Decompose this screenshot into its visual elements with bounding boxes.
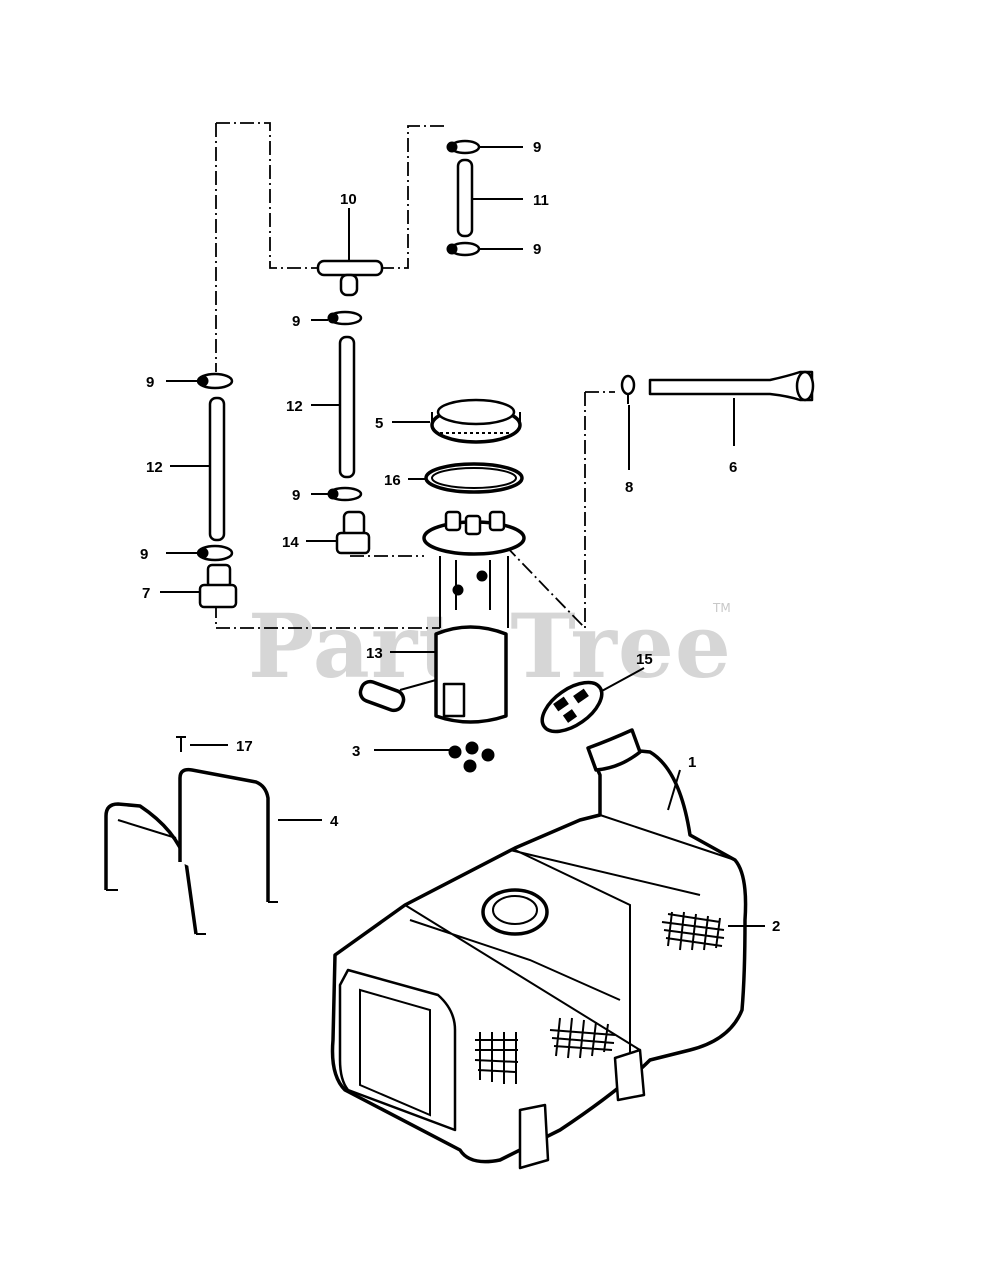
left-fuel-hose [196, 372, 234, 562]
leader-lines [160, 146, 765, 927]
tank-bracket [104, 767, 278, 935]
elbow-fitting [335, 510, 371, 555]
callout-8: 8 [625, 479, 633, 496]
cap-seal [540, 680, 604, 734]
callout-12: 12 [286, 398, 303, 415]
callout-16: 16 [384, 472, 401, 489]
callout-17: 17 [236, 738, 253, 755]
fuel-tank [330, 728, 748, 1170]
lock-ring [430, 398, 522, 444]
callout-11: 11 [533, 192, 549, 209]
callout-6: 6 [729, 459, 737, 476]
callout-4: 4 [330, 813, 339, 830]
callout-13: 13 [366, 645, 383, 662]
fuel-pump-module [358, 510, 526, 724]
callout-9: 9 [140, 546, 148, 563]
vent-hose [648, 370, 815, 402]
callout-10: 10 [340, 191, 357, 208]
callout-labels: 9 9 11 10 9 12 9 9 12 9 7 14 5 16 13 3 1… [140, 139, 780, 935]
t-fitting [316, 259, 384, 297]
short-fuel-hose [446, 139, 481, 257]
middle-fuel-hose [327, 310, 363, 502]
callout-5: 5 [375, 415, 383, 432]
mounting-screws [448, 741, 495, 773]
callout-15: 15 [636, 651, 653, 668]
callout-2: 2 [772, 918, 780, 935]
callout-9: 9 [533, 139, 541, 156]
callout-14: 14 [282, 534, 299, 551]
hose-routing-lines [215, 122, 615, 631]
small-screw [176, 736, 186, 752]
callout-9: 9 [146, 374, 154, 391]
gasket [424, 462, 524, 494]
tank-decals [474, 911, 725, 1084]
callout-7: 7 [142, 585, 150, 602]
callout-9: 9 [292, 487, 300, 504]
watermark-trademark: TM [712, 601, 731, 615]
callout-9: 9 [292, 313, 300, 330]
callout-9: 9 [533, 241, 541, 258]
hose-clamp [620, 374, 636, 404]
callout-1: 1 [688, 754, 696, 771]
callout-12: 12 [146, 459, 163, 476]
fuel-filter-fitting [198, 563, 238, 609]
callout-3: 3 [352, 743, 360, 760]
